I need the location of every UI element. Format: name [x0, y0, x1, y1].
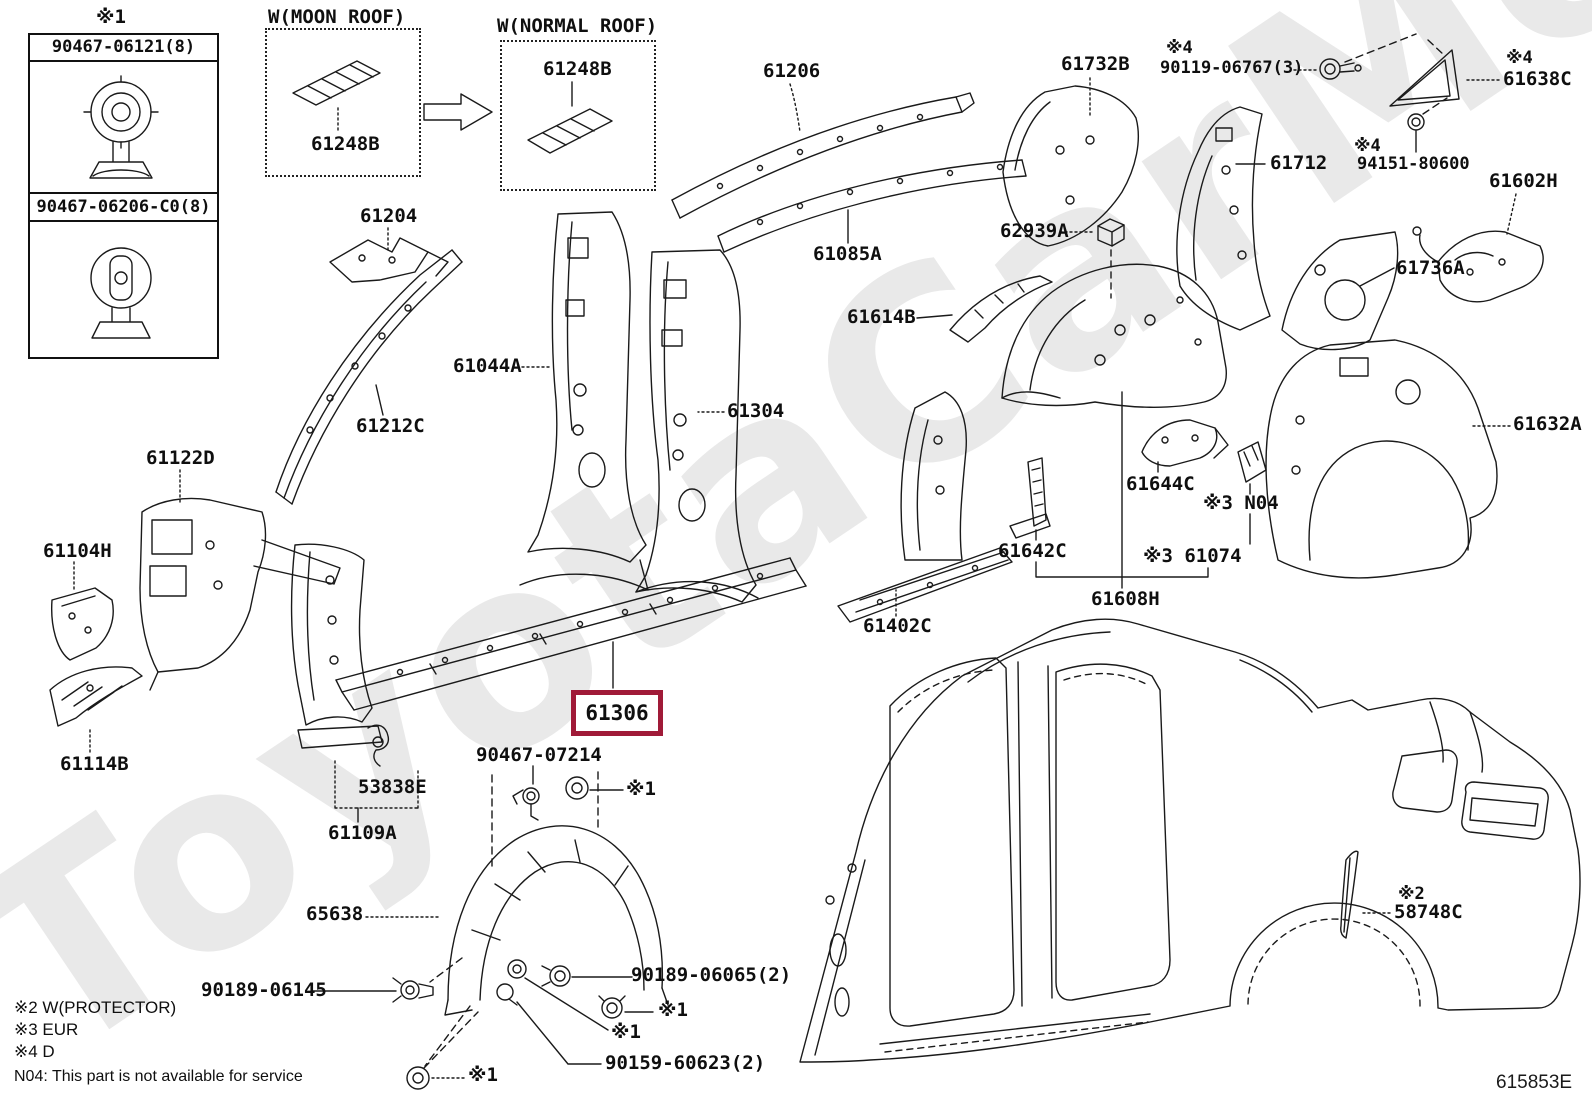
part-61712: 61712 [1270, 152, 1328, 174]
note-1-d: ※1 [611, 1021, 641, 1043]
part-61044A: 61044A [453, 355, 522, 377]
normal-roof-title: W(NORMAL ROOF) [497, 15, 658, 37]
part-61122D: 61122D [146, 447, 215, 469]
part-94151-80600: 94151-80600 [1357, 154, 1470, 174]
note-2: ※2 [1398, 884, 1425, 904]
note-1-e: ※1 [468, 1064, 498, 1086]
moon-roof-title: W(MOON ROOF) [268, 6, 406, 28]
part-90119-06767: 90119-06767(3) [1160, 58, 1304, 78]
part-61736A: 61736A [1396, 257, 1465, 279]
footnote-eur: ※3 EUR [14, 1020, 79, 1039]
part-61204: 61204 [360, 205, 418, 227]
part-61114B: 61114B [60, 753, 129, 775]
part-61085A: 61085A [813, 243, 882, 265]
part-90189-06065: 90189-06065(2) [631, 964, 792, 986]
highlighted-part-box: 61306 [571, 690, 663, 736]
moon-roof-part: 61248B [311, 133, 380, 155]
part-90159-60623: 90159-60623(2) [605, 1052, 766, 1074]
part-90189-06145: 90189-06145 [201, 979, 327, 1001]
note-3-61074: ※3 61074 [1143, 545, 1242, 567]
part-90467-07214: 90467-07214 [476, 744, 602, 766]
part-62939A: 62939A [1000, 220, 1069, 242]
part-61632A: 61632A [1513, 413, 1582, 435]
part-61304: 61304 [727, 400, 785, 422]
fastener-part-top: 90467-06121(8) [30, 35, 217, 62]
moon-roof-box [265, 28, 421, 177]
part-65638: 65638 [306, 903, 364, 925]
part-61212C: 61212C [356, 415, 425, 437]
note-3-n04: ※3 N04 [1203, 492, 1279, 514]
normal-roof-part: 61248B [543, 58, 612, 80]
part-61402C: 61402C [863, 615, 932, 637]
part-61732B: 61732B [1061, 53, 1130, 75]
part-61109A: 61109A [328, 822, 397, 844]
footnote-n04: N04: This part is not available for serv… [14, 1068, 303, 1085]
part-61638C: 61638C [1503, 68, 1572, 90]
diagram-code: 615853E [1496, 1072, 1573, 1093]
fastener-inset-box: 90467-06121(8) 90467-06206-C0(8) [28, 33, 219, 359]
part-58748C: 58748C [1394, 901, 1463, 923]
part-61644C: 61644C [1126, 473, 1195, 495]
part-61602H: 61602H [1489, 170, 1558, 192]
part-61608H: 61608H [1091, 588, 1160, 610]
fastener-box-note: ※1 [96, 6, 126, 28]
part-61614B: 61614B [847, 306, 916, 328]
note-1-c: ※1 [658, 999, 688, 1021]
note-1-b: ※1 [626, 778, 656, 800]
part-53838E: 53838E [358, 776, 427, 798]
part-61206: 61206 [763, 60, 821, 82]
normal-roof-box [500, 40, 656, 191]
fastener-part-bottom: 90467-06206-C0(8) [30, 192, 217, 222]
note-4-c: ※4 [1354, 136, 1381, 156]
highlighted-part-number: 61306 [585, 701, 649, 725]
footnote-protector: ※2 W(PROTECTOR) [14, 998, 177, 1017]
note-4-b: ※4 [1506, 48, 1533, 68]
part-61642C: 61642C [998, 540, 1067, 562]
note-4-a: ※4 [1166, 38, 1193, 58]
part-61104H: 61104H [43, 540, 112, 562]
footnote-d: ※4 D [14, 1042, 55, 1061]
